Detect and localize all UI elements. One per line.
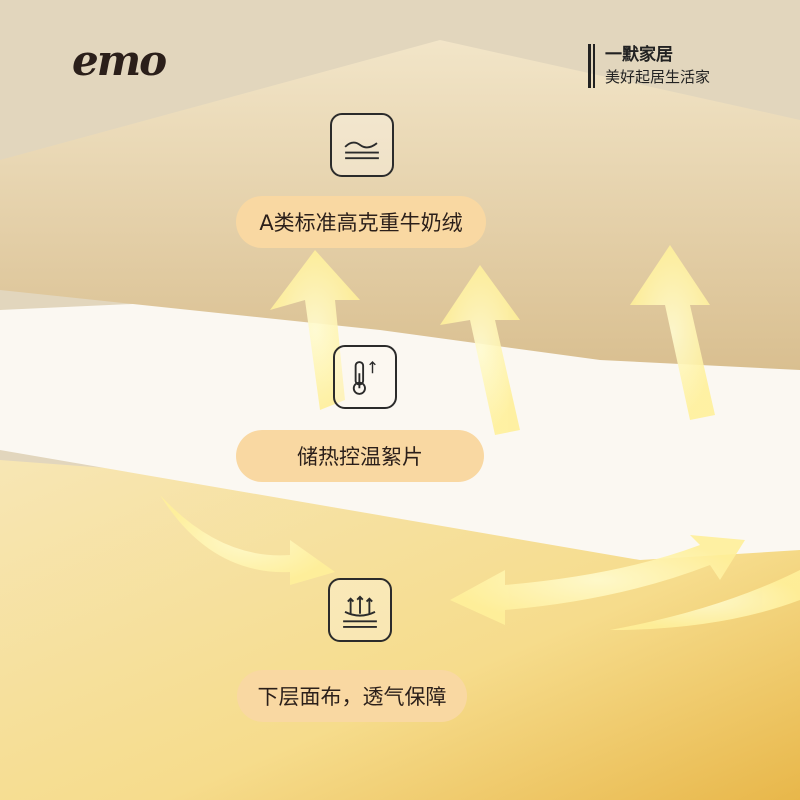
thermometer-icon — [333, 345, 397, 409]
arrow-up-icon — [270, 250, 360, 410]
breathable-fabric-icon — [328, 578, 392, 642]
brand-block: 一默家居 美好起居生活家 — [588, 44, 710, 88]
emo-logo: emo — [72, 36, 167, 85]
arrow-curve-icon — [610, 570, 800, 630]
feature-label-fabric: 下层面布，透气保障 — [237, 670, 467, 722]
heat-arrows — [160, 245, 800, 630]
arrow-right-icon — [160, 495, 335, 585]
brand-name: 一默家居 — [605, 45, 673, 65]
feature-label-filling: 储热控温絮片 — [236, 430, 484, 482]
wave-layers-icon — [330, 113, 394, 177]
arrow-up-icon — [630, 245, 715, 420]
arrow-up-icon — [440, 265, 520, 435]
brand-slogan: 美好起居生活家 — [605, 68, 711, 86]
arrow-left-icon — [450, 535, 745, 625]
brand-divider — [588, 44, 595, 88]
feature-label-plush: A类标准高克重牛奶绒 — [236, 196, 486, 248]
